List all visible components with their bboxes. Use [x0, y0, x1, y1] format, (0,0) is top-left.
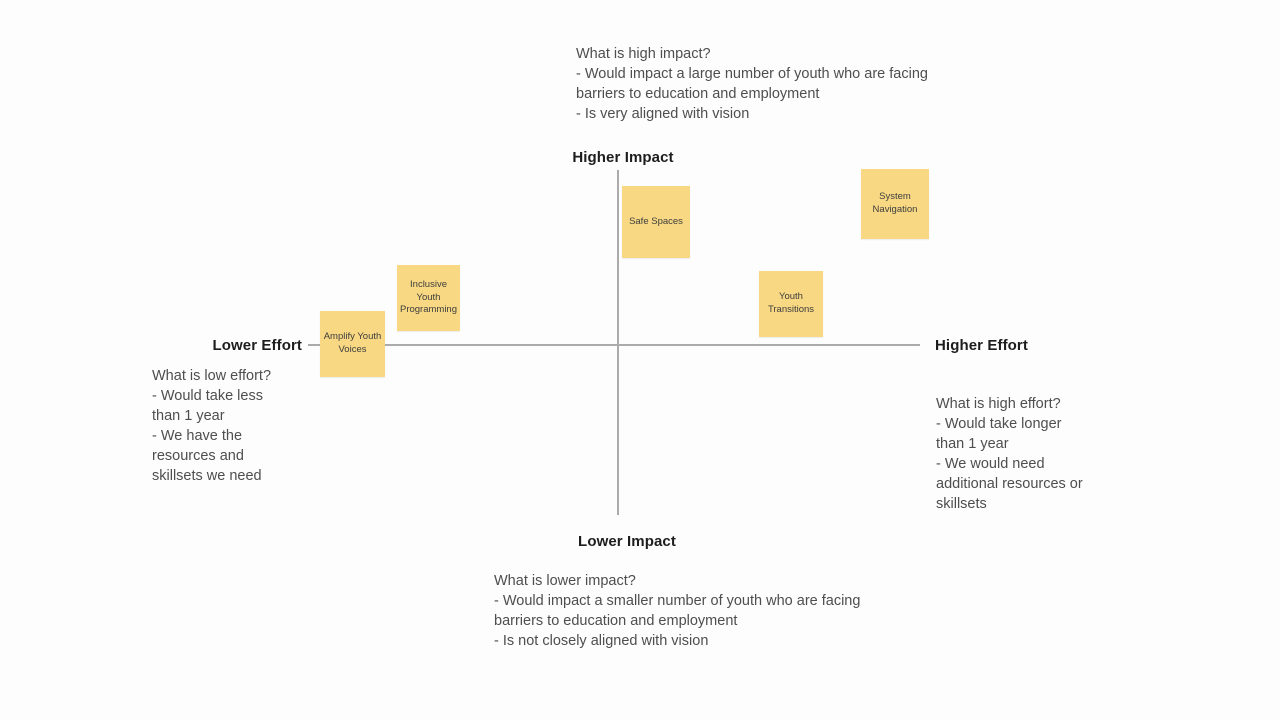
- sticky-note[interactable]: Amplify Youth Voices: [320, 311, 385, 377]
- annotation-high-impact: What is high impact? - Would impact a la…: [576, 46, 928, 122]
- sticky-note-label: Safe Spaces: [629, 215, 683, 227]
- sticky-note[interactable]: Youth Transitions: [759, 271, 823, 337]
- axis-label-lower-impact: Lower Impact: [578, 533, 676, 550]
- sticky-note[interactable]: Safe Spaces: [622, 186, 690, 258]
- axis-label-higher-effort: Higher Effort: [935, 337, 1028, 354]
- sticky-note[interactable]: Inclusive Youth Programming: [397, 265, 460, 331]
- axis-label-lower-effort: Lower Effort: [212, 337, 302, 354]
- sticky-note-label: Youth Transitions: [767, 291, 815, 315]
- sticky-note[interactable]: System Navigation: [861, 169, 929, 239]
- annotation-lower-impact: What is lower impact? - Would impact a s…: [494, 573, 861, 649]
- impact-axis-line: [617, 170, 619, 515]
- sticky-note-label: Amplify Youth Voices: [323, 331, 382, 355]
- effort-axis-line: [308, 344, 920, 346]
- annotation-high-effort: What is high effort? - Would take longer…: [936, 396, 1083, 512]
- axis-label-higher-impact: Higher Impact: [572, 149, 674, 166]
- sticky-note-label: System Navigation: [872, 191, 918, 215]
- sticky-note-label: Inclusive Youth Programming: [399, 278, 458, 316]
- annotation-low-effort: What is low effort? - Would take less th…: [152, 368, 272, 484]
